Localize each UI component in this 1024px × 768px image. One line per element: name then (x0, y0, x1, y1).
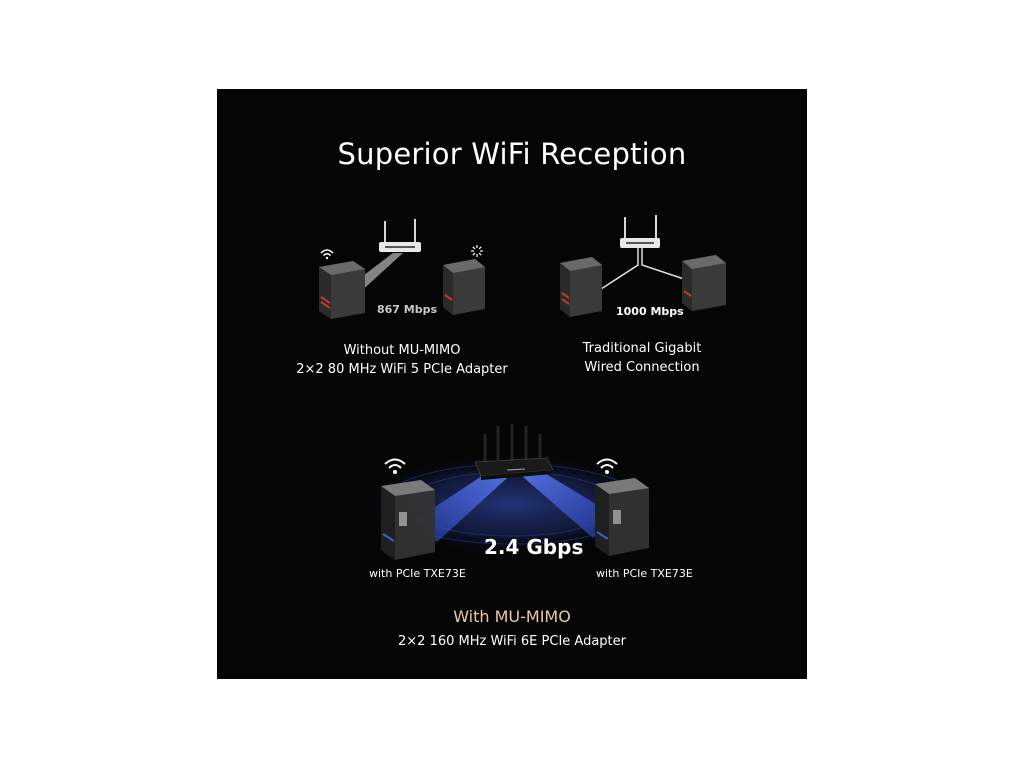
pc-tower-icon (595, 478, 649, 556)
signal-beam-left (412, 474, 507, 542)
infographic-panel: Superior WiFi Reception (217, 89, 807, 679)
left-caption-title: Without MU-MIMO (343, 343, 461, 358)
mumimo-caption-title: With MU-MIMO (453, 607, 571, 626)
router-icon (620, 215, 660, 248)
right-caption-title: Traditional Gigabit (582, 341, 702, 356)
signal-beam-right (522, 472, 619, 538)
left-caption-sub: 2×2 80 MHz WiFi 5 PCIe Adapter (296, 362, 508, 377)
wifi6e-router-icon (474, 424, 554, 480)
page-title: Superior WiFi Reception (337, 137, 687, 171)
right-speed-label: 1000 Mbps (616, 305, 684, 318)
router-icon (379, 219, 421, 252)
right-caption: Traditional Gigabit Wired Connection (532, 339, 752, 377)
right-caption-sub: Wired Connection (584, 360, 700, 375)
mumimo-caption-sub: 2×2 160 MHz WiFi 6E PCIe Adapter (398, 634, 626, 649)
mumimo-illustration (360, 424, 664, 560)
wifi-icon (384, 458, 406, 474)
without-mumimo-illustration (319, 219, 485, 319)
wifi-icon (320, 249, 334, 260)
mumimo-speed-label: 2.4 Gbps (484, 535, 584, 559)
left-adapter-label: with PCIe TXE73E (369, 567, 466, 580)
wifi-icon (596, 458, 618, 474)
pc-tower-icon (560, 257, 602, 317)
right-adapter-label: with PCIe TXE73E (596, 567, 693, 580)
loading-icon (471, 245, 483, 257)
pc-tower-icon (319, 261, 365, 319)
left-speed-label: 867 Mbps (377, 303, 438, 316)
wired-connection-illustration (560, 215, 726, 317)
pc-tower-icon (443, 259, 485, 315)
pc-tower-icon (682, 255, 726, 311)
left-caption: Without MU-MIMO 2×2 80 MHz WiFi 5 PCIe A… (277, 341, 527, 379)
pc-tower-icon (381, 480, 435, 560)
